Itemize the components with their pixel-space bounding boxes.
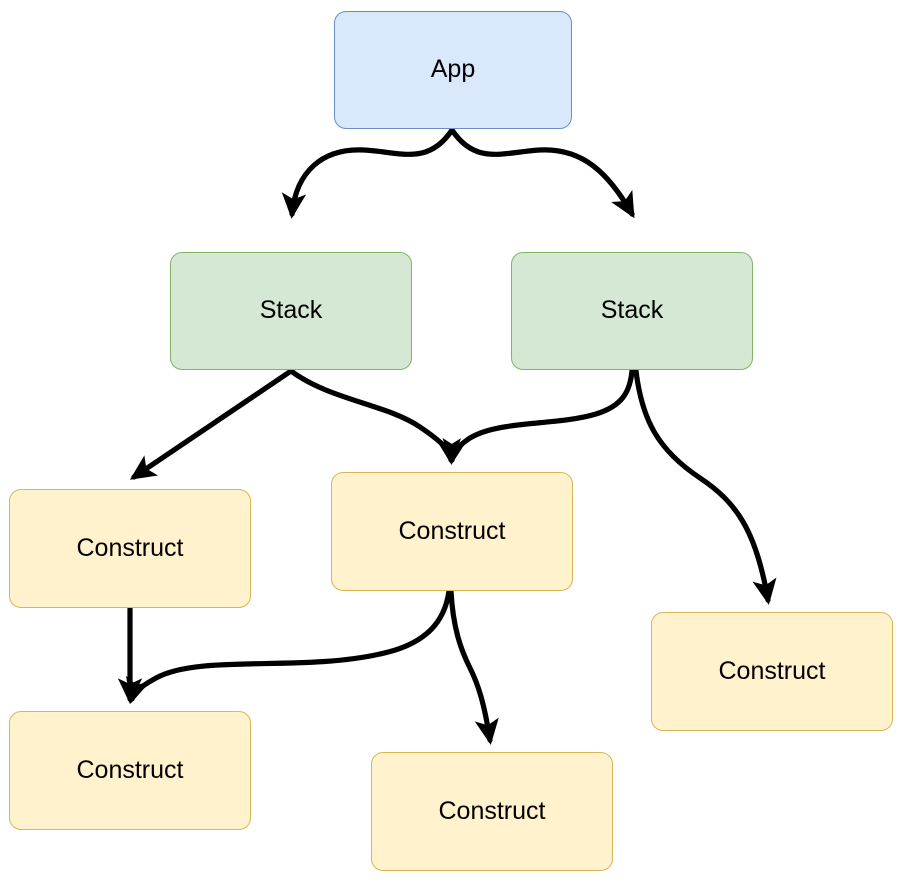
node-stack-left-label: Stack: [259, 296, 323, 325]
node-construct-1[interactable]: Construct: [9, 489, 251, 608]
node-construct-5[interactable]: Construct: [371, 752, 613, 871]
edge-stack-right-construct-3: [633, 368, 777, 605]
node-construct-3-label: Construct: [718, 656, 826, 685]
node-construct-1-label: Construct: [76, 533, 184, 562]
edge-app-stack-right: [449, 127, 635, 219]
node-construct-4[interactable]: Construct: [9, 711, 251, 830]
edge-stack-left-construct-2: [288, 368, 462, 465]
edge-stack-right-construct-2: [442, 368, 635, 465]
node-app-label: App: [430, 55, 476, 84]
node-construct-2[interactable]: Construct: [331, 472, 573, 591]
node-construct-5-label: Construct: [438, 796, 546, 825]
node-stack-right[interactable]: Stack: [511, 252, 753, 370]
edge-stack-left-construct-1: [129, 368, 294, 480]
node-stack-right-label: Stack: [600, 296, 664, 325]
node-stack-left[interactable]: Stack: [170, 252, 412, 370]
node-construct-3[interactable]: Construct: [651, 612, 893, 731]
node-app[interactable]: App: [334, 11, 572, 129]
node-construct-4-label: Construct: [76, 755, 184, 784]
node-construct-2-label: Construct: [398, 516, 506, 545]
edge-construct-2-construct-5: [448, 588, 499, 745]
edge-app-stack-left: [281, 127, 455, 219]
